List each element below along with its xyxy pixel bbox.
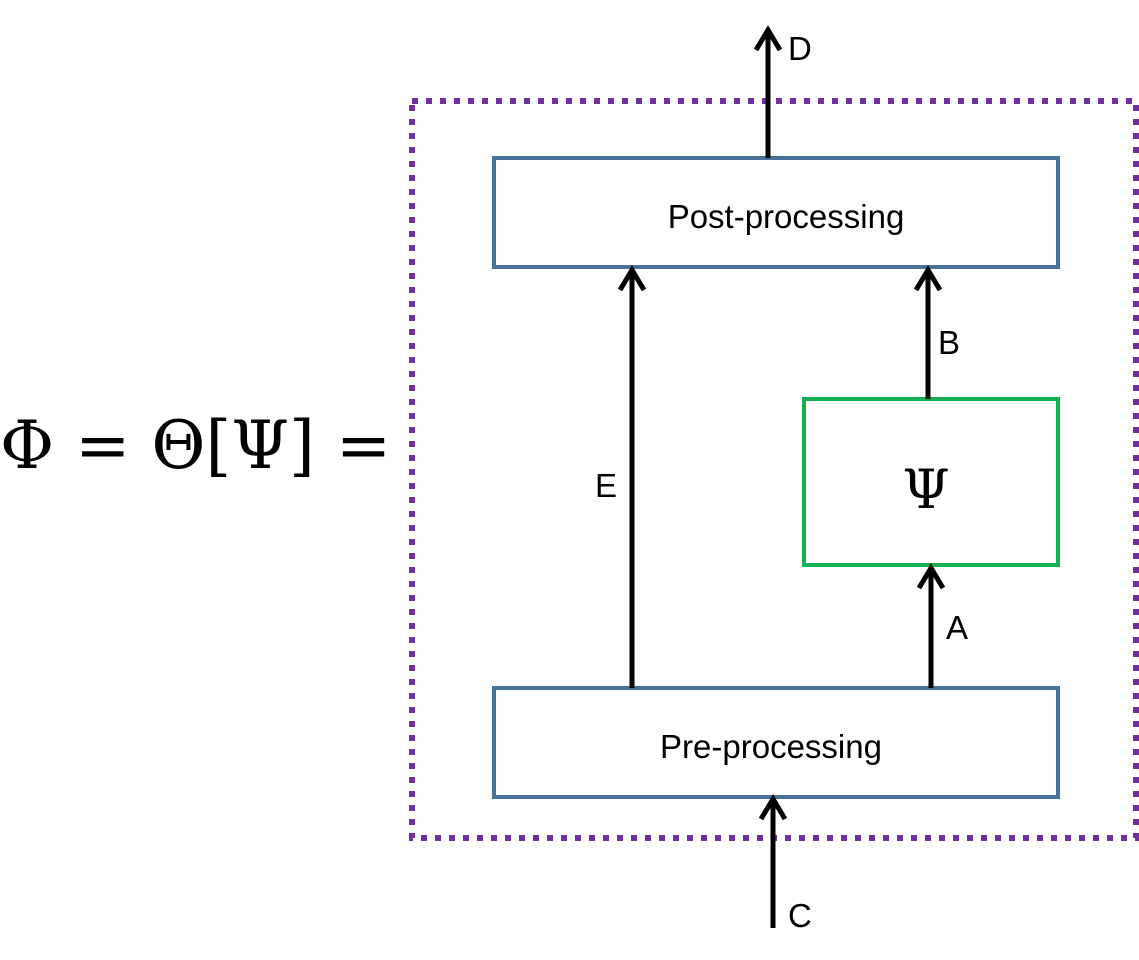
pre-processing-label: Pre-processing [660, 728, 882, 765]
psi-label: Ψ [902, 458, 949, 521]
to-psi-label: A [946, 609, 968, 646]
bypass-label: E [595, 467, 617, 504]
post-processing-box [492, 156, 1060, 269]
post-processing-label: Post-processing [668, 198, 905, 235]
equation-text: Φ = Θ[Ψ] = [0, 407, 391, 484]
pre-processing-box [492, 686, 1060, 799]
from-psi-label: B [938, 324, 960, 361]
output-label: D [788, 30, 812, 67]
input-label: C [788, 897, 812, 934]
input-arrow [758, 794, 788, 928]
bypass-arrow [617, 265, 647, 688]
from-psi-arrow [913, 265, 943, 399]
to-psi-arrow [916, 563, 946, 688]
output-arrow [753, 25, 783, 158]
